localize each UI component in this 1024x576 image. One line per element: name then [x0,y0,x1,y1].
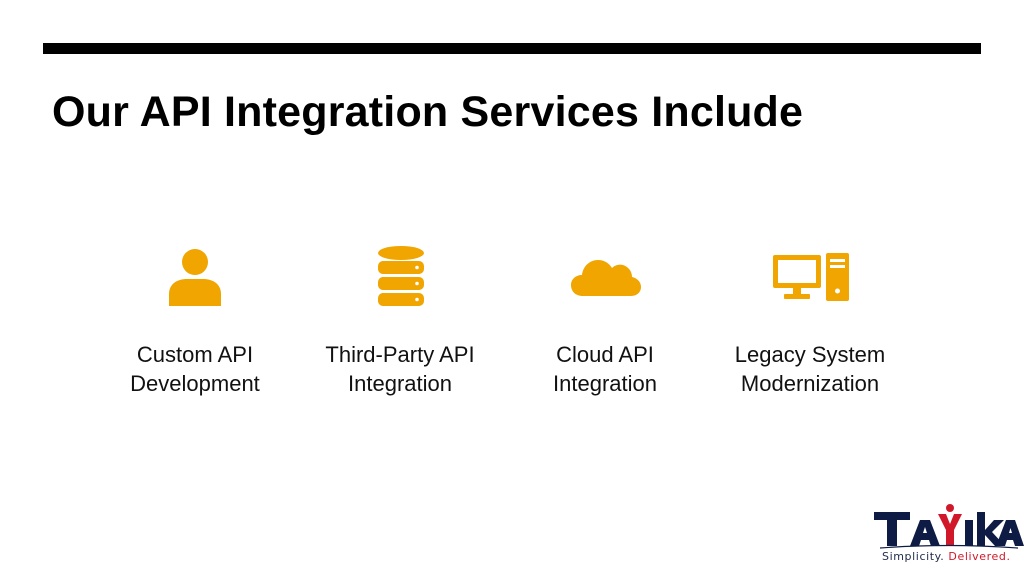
computer-icon [773,253,849,301]
page-title: Our API Integration Services Include [52,88,804,136]
logo-tagline-part1: Simplicity. [882,550,949,563]
service-label: Legacy System Modernization [710,340,910,398]
service-label: Cloud API Integration [505,340,705,398]
tayika-logo-icon [874,504,1024,549]
cloud-icon [571,260,641,296]
user-icon [169,249,221,306]
logo-tagline: Simplicity. Delivered. [882,550,1011,563]
service-label: Custom API Development [95,340,295,398]
service-label-line2: Development [130,371,260,396]
service-label: Third-Party API Integration [300,340,500,398]
service-label-line1: Legacy System [734,342,886,367]
service-label-line1: Custom API [136,342,254,367]
service-label-line1: Cloud API [556,342,654,367]
top-divider-bar [43,43,981,54]
service-label-line2: Integration [348,371,452,396]
service-label-line2: Integration [553,371,657,396]
logo-tagline-part2: Delivered. [948,550,1011,563]
service-label-line1: Third-Party API [325,342,475,367]
company-logo: Simplicity. Delivered. [868,500,1024,570]
database-icon [378,246,424,306]
service-label-line2: Modernization [740,371,880,396]
